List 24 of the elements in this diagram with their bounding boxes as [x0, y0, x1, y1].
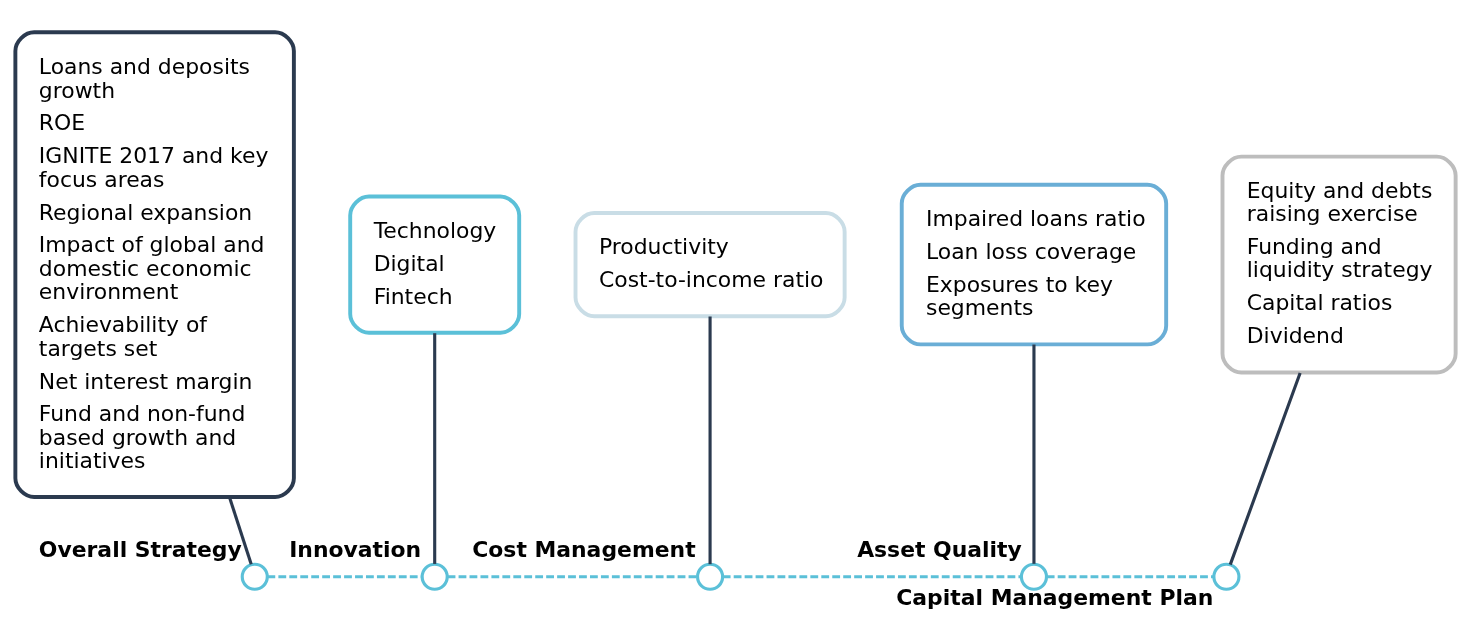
- node-circle: [240, 562, 269, 591]
- connector: [722, 574, 1022, 578]
- node-box: Technology Digital Fintech: [348, 194, 522, 335]
- node-label: Asset Quality: [857, 536, 1022, 562]
- node-box: Equity and debts raising exercise Funding and liquidity strategy Capital ratios Dividend: [1220, 154, 1458, 375]
- node-label: Capital Management Plan: [896, 584, 1214, 610]
- node-box: Loans and deposits growth ROE IGNITE 2017 and key focus areas Regional expansion Impact of global and domestic economic environment Achievability of targets set Net interest margin Fund and non-fund based growth and initiatives: [13, 29, 296, 499]
- connector: [447, 574, 698, 578]
- node-circle: [420, 562, 449, 591]
- node-box: Productivity Cost-to-income ratio: [573, 210, 847, 318]
- connector: [1032, 344, 1036, 564]
- connector: [267, 574, 422, 578]
- node-box: Impaired loans ratio Loan loss coverage Exposures to key segments: [899, 182, 1169, 346]
- node-label: Overall Strategy: [38, 536, 242, 562]
- connector: [1046, 574, 1214, 578]
- node-circle: [1019, 562, 1049, 591]
- connector: [708, 316, 712, 564]
- connector: [228, 496, 253, 565]
- connector: [433, 332, 437, 564]
- node-circle: [1212, 562, 1241, 591]
- node-circle: [696, 562, 725, 591]
- node-label: Cost Management: [472, 536, 696, 562]
- connector: [1228, 371, 1302, 565]
- node-label: Innovation: [289, 536, 422, 562]
